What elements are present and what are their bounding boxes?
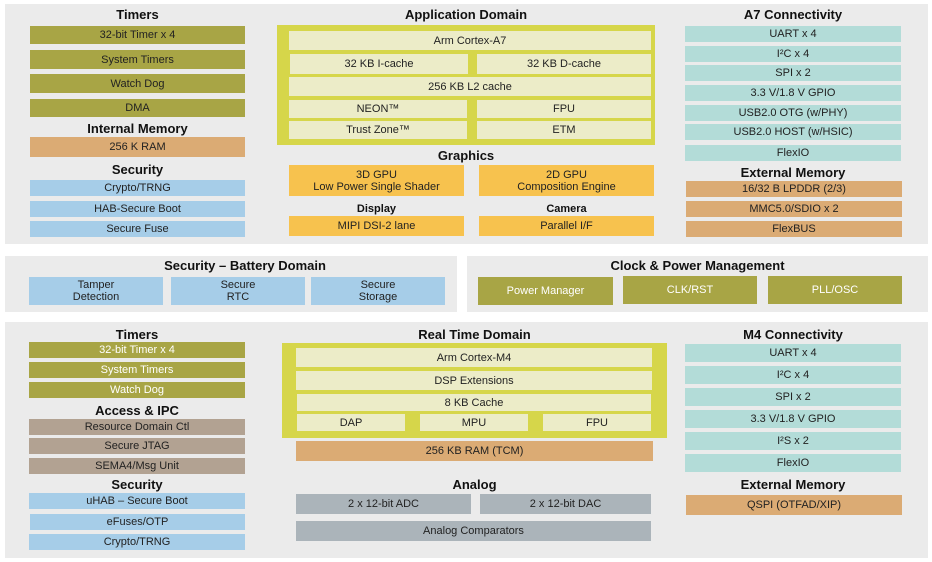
external-memory-heading: External Memory [740, 165, 846, 180]
block-secure-rtc: Secure RTC [171, 277, 305, 305]
block-m4-gpio: 3.3 V/1.8 V GPIO [685, 410, 901, 428]
internal-memory-heading: Internal Memory [87, 121, 188, 136]
block-icache: 32 KB I-cache [290, 54, 468, 74]
block-mmc: MMC5.0/SDIO x 2 [686, 201, 902, 217]
block-cortex-m4: Arm Cortex-M4 [296, 348, 652, 367]
block-m4-timer: 32-bit Timer x 4 [29, 342, 245, 358]
block-etm: ETM [477, 121, 651, 139]
block-lpddr: 16/32 B LPDDR (2/3) [686, 181, 902, 197]
block-power-manager: Power Manager [478, 277, 613, 305]
block-tamper-detection: Tamper Detection [29, 277, 163, 305]
block-analog-comparators: Analog Comparators [296, 521, 651, 541]
camera-heading: Camera [546, 203, 587, 215]
application-domain-heading: Application Domain [404, 7, 528, 22]
block-parallel-if: Parallel I/F [479, 216, 654, 236]
block-flexbus: FlexBUS [686, 221, 902, 237]
block-usb-otg: USB2.0 OTG (w/PHY) [685, 105, 901, 121]
block-secure-storage: Secure Storage [311, 277, 445, 305]
m4-connectivity-heading: M4 Connectivity [743, 327, 843, 342]
battery-domain-heading: Security – Battery Domain [164, 258, 326, 273]
m4-timers-heading: Timers [115, 327, 159, 342]
block-watchdog: Watch Dog [30, 74, 245, 93]
block-uhab: uHAB – Secure Boot [29, 493, 245, 509]
m4-external-memory-heading: External Memory [740, 477, 846, 492]
block-mpu: MPU [420, 414, 528, 431]
block-dap: DAP [297, 414, 405, 431]
block-dcache: 32 KB D-cache [477, 54, 651, 74]
block-trustzone: Trust Zone™ [289, 121, 467, 139]
block-hab: HAB-Secure Boot [30, 201, 245, 217]
block-m4-fpu: FPU [543, 414, 651, 431]
block-a7-i2c: I²C x 4 [685, 46, 901, 62]
block-efuses: eFuses/OTP [30, 514, 245, 530]
block-dac: 2 x 12-bit DAC [480, 494, 651, 514]
block-m4-i2c: I²C x 4 [685, 366, 901, 384]
block-2d-gpu: 2D GPU Composition Engine [479, 165, 654, 196]
block-pll-osc: PLL/OSC [768, 276, 902, 304]
block-system-timers: System Timers [30, 50, 245, 69]
block-m4-watchdog: Watch Dog [29, 382, 245, 398]
block-m4-flexio: FlexIO [685, 454, 901, 472]
block-m4-uart: UART x 4 [685, 344, 901, 362]
block-secure-jtag: Secure JTAG [29, 438, 245, 454]
block-qspi: QSPI (OTFAD/XIP) [686, 495, 902, 515]
analog-heading: Analog [452, 477, 497, 492]
block-a7-uart: UART x 4 [685, 26, 901, 42]
block-m4-spi: SPI x 2 [685, 388, 901, 406]
block-m4-system-timers: System Timers [29, 362, 245, 378]
block-tcm-ram: 256 KB RAM (TCM) [296, 441, 653, 461]
block-mipi-dsi: MIPI DSI-2 lane [289, 216, 464, 236]
block-l2-cache: 256 KB L2 cache [289, 77, 651, 96]
block-8kb-cache: 8 KB Cache [297, 394, 651, 411]
graphics-heading: Graphics [437, 148, 495, 163]
block-rdc: Resource Domain Ctl [29, 419, 245, 435]
block-3d-gpu: 3D GPU Low Power Single Shader [289, 165, 464, 196]
block-dma: DMA [30, 99, 245, 117]
a7-connectivity-heading: A7 Connectivity [743, 7, 843, 22]
real-time-domain-heading: Real Time Domain [418, 327, 531, 342]
block-sema4: SEMA4/Msg Unit [29, 458, 245, 474]
block-a7-flexio: FlexIO [685, 145, 901, 161]
block-neon: NEON™ [289, 100, 467, 118]
block-crypto: Crypto/TRNG [30, 180, 245, 196]
block-dsp: DSP Extensions [296, 371, 652, 390]
block-cortex-a7: Arm Cortex-A7 [289, 31, 651, 50]
access-ipc-heading: Access & IPC [95, 403, 179, 418]
clock-power-heading: Clock & Power Management [610, 258, 785, 273]
m4-security-heading: Security [111, 477, 163, 492]
block-ram: 256 K RAM [30, 137, 245, 157]
display-heading: Display [356, 203, 397, 215]
block-usb-host: USB2.0 HOST (w/HSIC) [685, 124, 901, 140]
timers-heading: Timers [116, 7, 159, 22]
block-clk-rst: CLK/RST [623, 276, 757, 304]
block-fpu-a7: FPU [477, 100, 651, 118]
block-m4-crypto: Crypto/TRNG [29, 534, 245, 550]
block-adc: 2 x 12-bit ADC [296, 494, 471, 514]
block-secure-fuse: Secure Fuse [30, 221, 245, 237]
block-a7-spi: SPI x 2 [685, 65, 901, 81]
security-heading: Security [111, 162, 164, 177]
block-a7-gpio: 3.3 V/1.8 V GPIO [685, 85, 901, 101]
block-i2s: I²S x 2 [685, 432, 901, 450]
block-timer: 32-bit Timer x 4 [30, 26, 245, 44]
